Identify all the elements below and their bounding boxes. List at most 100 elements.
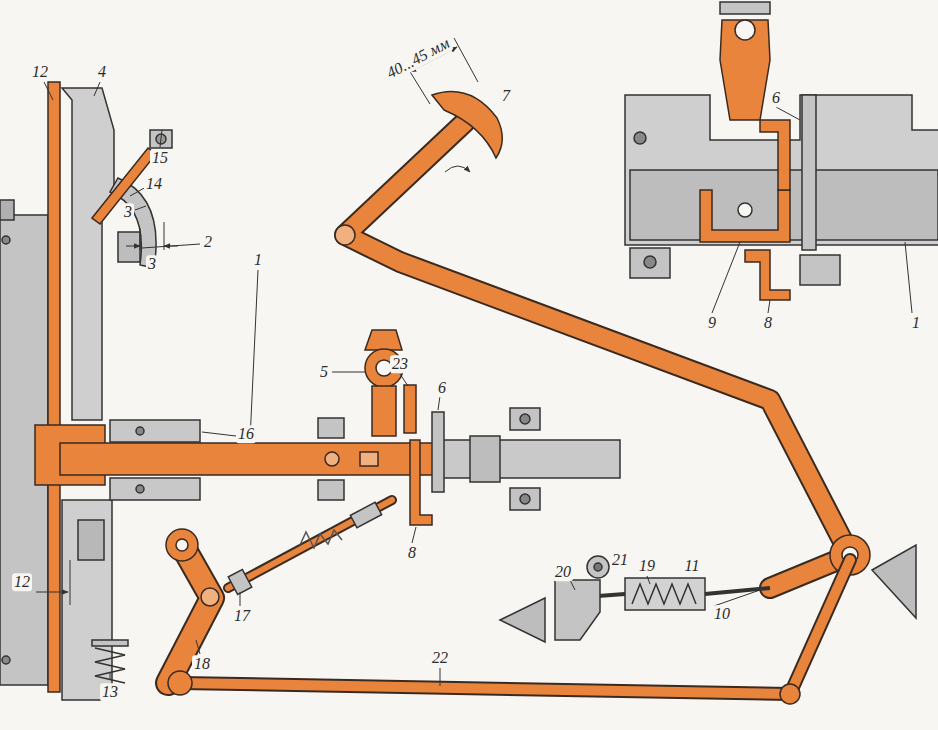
leader-lines bbox=[440, 668, 441, 686]
shaft-bearings bbox=[510, 408, 540, 430]
dimension-lines bbox=[445, 166, 470, 172]
inset-detail bbox=[634, 132, 646, 144]
inset-detail bbox=[625, 2, 938, 300]
callout-number: 6 bbox=[436, 379, 448, 397]
intermediate-lever bbox=[228, 500, 392, 588]
release-lever bbox=[372, 386, 396, 436]
release-lever bbox=[365, 330, 444, 525]
intermediate-lever bbox=[168, 500, 392, 683]
intermediate-lever bbox=[228, 500, 392, 588]
leader-lines bbox=[44, 82, 53, 100]
lever-pivots bbox=[201, 588, 219, 606]
clutch-disc bbox=[48, 82, 60, 692]
clutch-spring bbox=[92, 640, 128, 683]
leader-lines bbox=[110, 672, 111, 680]
lever-pivots bbox=[166, 502, 800, 704]
callout-number: 5 bbox=[318, 363, 330, 381]
callout-number: 4 bbox=[96, 63, 108, 81]
pedal-pad bbox=[335, 225, 355, 245]
leader-lines bbox=[94, 82, 100, 96]
leader-lines bbox=[332, 372, 366, 373]
shaft-bearings bbox=[520, 414, 530, 424]
callout-number: 8 bbox=[406, 544, 418, 562]
shaft-bearings bbox=[318, 418, 344, 438]
clutch-disc bbox=[35, 82, 105, 692]
lever-pivots bbox=[228, 569, 252, 594]
inset-detail bbox=[738, 203, 752, 217]
leader-lines bbox=[714, 590, 760, 606]
clutch-spring bbox=[95, 648, 125, 683]
link-rod bbox=[180, 560, 850, 694]
clutch-housing bbox=[2, 236, 10, 244]
pedal-pad bbox=[335, 92, 870, 575]
callout-number: 19 bbox=[637, 557, 657, 575]
return-spring bbox=[500, 598, 545, 642]
intermediate-lever bbox=[168, 545, 212, 683]
clutch-housing bbox=[78, 520, 104, 560]
inset-detail bbox=[760, 120, 790, 190]
leader-lines bbox=[712, 242, 740, 313]
callout-number: 21 bbox=[610, 551, 630, 569]
callout-number: 9 bbox=[706, 314, 718, 332]
dimension-label: 12 bbox=[12, 573, 32, 591]
dimension-lines bbox=[36, 38, 478, 605]
intermediate-lever bbox=[168, 545, 212, 683]
clutch-housing bbox=[62, 88, 114, 420]
leader-lines bbox=[160, 130, 162, 147]
callout-number: 14 bbox=[144, 175, 164, 193]
dimension-lines bbox=[454, 38, 478, 82]
inset-detail bbox=[735, 20, 755, 40]
dimension-lines bbox=[140, 228, 141, 250]
release-fork bbox=[92, 130, 172, 268]
callout-number: 11 bbox=[683, 557, 702, 575]
leader-lines bbox=[768, 300, 770, 313]
shaft-bearings bbox=[318, 408, 540, 510]
inset-detail bbox=[745, 250, 790, 300]
callout-number: 12 bbox=[30, 63, 50, 81]
shaft-bearings bbox=[318, 480, 344, 500]
inset-detail bbox=[802, 95, 816, 250]
lever-pivots bbox=[168, 671, 192, 695]
leader-lines bbox=[142, 244, 200, 248]
release-lever bbox=[432, 412, 444, 492]
link-rod bbox=[180, 560, 850, 694]
callout-number: 23 bbox=[390, 355, 410, 373]
callout-number: 8 bbox=[762, 314, 774, 332]
leader-lines bbox=[44, 82, 912, 686]
leader-lines bbox=[240, 592, 241, 606]
callout-number: 7 bbox=[500, 87, 512, 105]
inset-detail bbox=[644, 256, 656, 268]
return-spring bbox=[555, 580, 600, 640]
leader-lines bbox=[438, 396, 440, 410]
callout-number: 22 bbox=[430, 649, 450, 667]
shaft bbox=[360, 452, 378, 466]
return-spring bbox=[587, 556, 609, 578]
release-fork bbox=[118, 232, 140, 262]
inset-detail bbox=[720, 2, 770, 14]
leader-lines bbox=[250, 270, 258, 440]
return-spring bbox=[598, 594, 625, 596]
bearing-housing bbox=[110, 478, 200, 500]
callout-number: 17 bbox=[232, 607, 252, 625]
leader-lines bbox=[400, 374, 408, 386]
dimension-lines bbox=[126, 246, 140, 247]
bearing-housing bbox=[136, 485, 144, 493]
bearing-housing bbox=[136, 427, 144, 435]
shaft bbox=[440, 440, 620, 478]
inset-detail bbox=[700, 190, 790, 242]
shaft bbox=[325, 452, 339, 466]
lever-pivots bbox=[350, 502, 381, 528]
clutch-housing bbox=[62, 500, 112, 700]
bearing-housing bbox=[110, 420, 200, 442]
link-rod bbox=[180, 560, 850, 694]
leader-lines bbox=[905, 242, 912, 313]
leader-lines bbox=[412, 527, 416, 543]
return-spring bbox=[625, 578, 705, 610]
inset-detail bbox=[625, 95, 938, 245]
return-spring bbox=[632, 584, 696, 604]
leader-lines bbox=[196, 640, 200, 654]
lever-pivots bbox=[780, 684, 800, 704]
callout-number: 10 bbox=[712, 605, 732, 623]
release-lever bbox=[410, 440, 432, 525]
return-spring bbox=[705, 588, 770, 594]
